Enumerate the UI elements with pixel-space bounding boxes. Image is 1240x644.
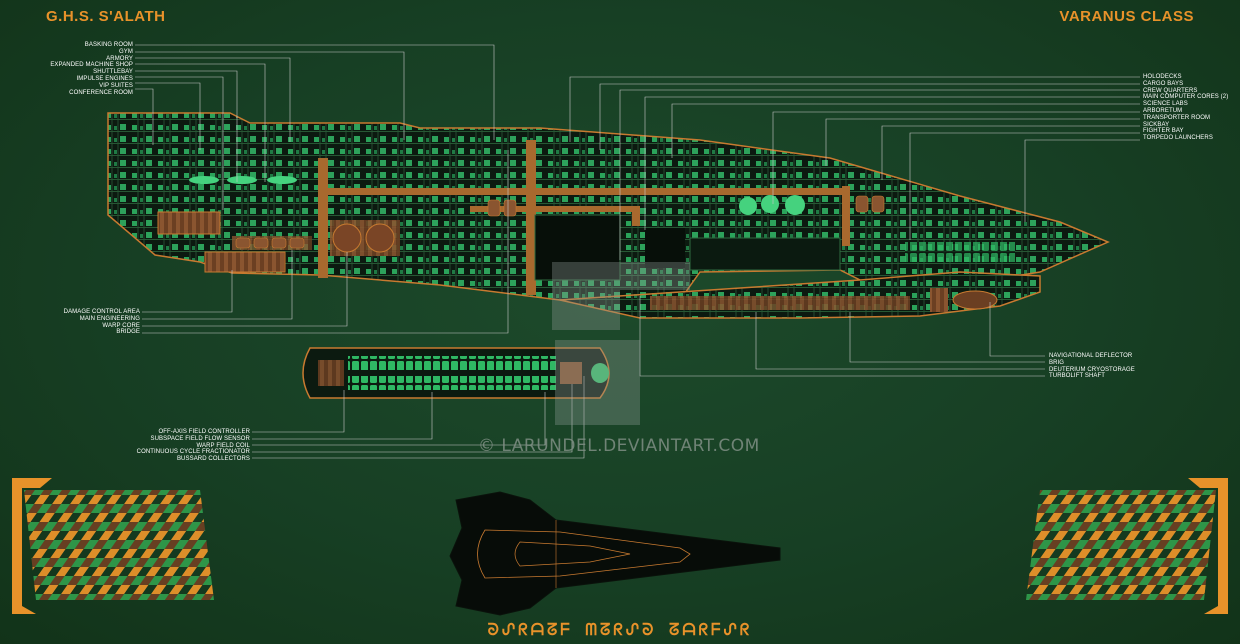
label-deuterium-cryostorage: DEUTERIUM CRYOSTORAGE (1049, 366, 1135, 373)
label-main-computer-cores: MAIN COMPUTER CORES (2) (1143, 94, 1229, 101)
label-group-mid-left: DAMAGE CONTROL AREA MAIN ENGINEERING WAR… (64, 309, 140, 336)
label-group-top-right: HOLODECKS CARGO BAYS CREW QUARTERS MAIN … (1143, 74, 1228, 142)
label-arboretum: ARBORETUM (1143, 107, 1183, 114)
label-group-mid-right: NAVIGATIONAL DEFLECTOR BRIG DEUTERIUM CR… (1049, 353, 1135, 380)
label-torpedo-launchers: TORPEDO LAUNCHERS (1143, 135, 1213, 142)
label-bussard-collectors: BUSSARD COLLECTORS (176, 456, 250, 463)
label-main-engineering: MAIN ENGINEERING (79, 315, 140, 322)
label-sickbay: SICKBAY (1143, 121, 1170, 128)
label-basking-room: BASKING ROOM (84, 42, 133, 48)
label-brig: BRIG (1049, 359, 1065, 366)
label-cargo-bays: CARGO BAYS (1143, 80, 1184, 87)
label-off-axis-field-controller: OFF-AXIS FIELD CONTROLLER (158, 429, 250, 435)
alien-script-glyphs: ᘐᔑᖇᗩᘔᖴ ᗰᘔᖇᔑᘐ ᘔᗩᖇᖴᔑᖇ (487, 620, 753, 639)
label-conference-room: CONFERENCE ROOM (69, 89, 133, 96)
warp-nacelle (302, 347, 610, 399)
ship-top-view (449, 491, 781, 616)
label-shuttlebay: SHUTTLEBAY (93, 69, 133, 76)
label-machine-shop: EXPANDED MACHINE SHOP (50, 62, 133, 69)
label-continuous-cycle-fractionator: CONTINUOUS CYCLE FRACTIONATOR (136, 449, 250, 456)
watermark-text: © LARUNDEL.DEVIANTART.COM (478, 436, 760, 456)
label-group-nacelle: OFF-AXIS FIELD CONTROLLER SUBSPACE FIELD… (137, 429, 250, 463)
label-group-top-left: BASKING ROOM GYM ARMORY EXPANDED MACHINE… (50, 42, 133, 96)
label-turbolift-shaft: TURBOLIFT SHAFT (1049, 373, 1106, 380)
label-science-labs: SCIENCE LABS (1143, 101, 1188, 108)
label-transporter-room: TRANSPORTER ROOM (1143, 114, 1211, 121)
ship-name-title: G.H.S. S'ALATH (46, 8, 166, 25)
corner-decoration-left (12, 478, 214, 614)
corner-decoration-right (1026, 478, 1228, 614)
label-bridge: BRIDGE (116, 329, 140, 336)
label-warp-field-coil: WARP FIELD COIL (196, 442, 250, 449)
label-holodecks: HOLODECKS (1143, 74, 1182, 80)
ship-class-title: VARANUS CLASS (1059, 8, 1194, 25)
label-fighter-bay: FIGHTER BAY (1143, 128, 1184, 135)
main-hull-side-view (107, 112, 1110, 319)
label-gym: GYM (119, 48, 133, 55)
label-vip-suites: VIP SUITES (99, 82, 133, 89)
label-subspace-field-flow-sensor: SUBSPACE FIELD FLOW SENSOR (150, 435, 250, 442)
label-damage-control-area: DAMAGE CONTROL AREA (63, 309, 140, 315)
label-crew-quarters: CREW QUARTERS (1143, 87, 1198, 94)
watermark-logo (552, 262, 690, 425)
label-warp-core: WARP CORE (102, 322, 140, 329)
label-armory: ARMORY (106, 55, 133, 62)
callout-leader-lines (135, 44, 1140, 459)
label-navigational-deflector: NAVIGATIONAL DEFLECTOR (1049, 353, 1133, 359)
label-impulse-engines: IMPULSE ENGINES (76, 75, 133, 82)
